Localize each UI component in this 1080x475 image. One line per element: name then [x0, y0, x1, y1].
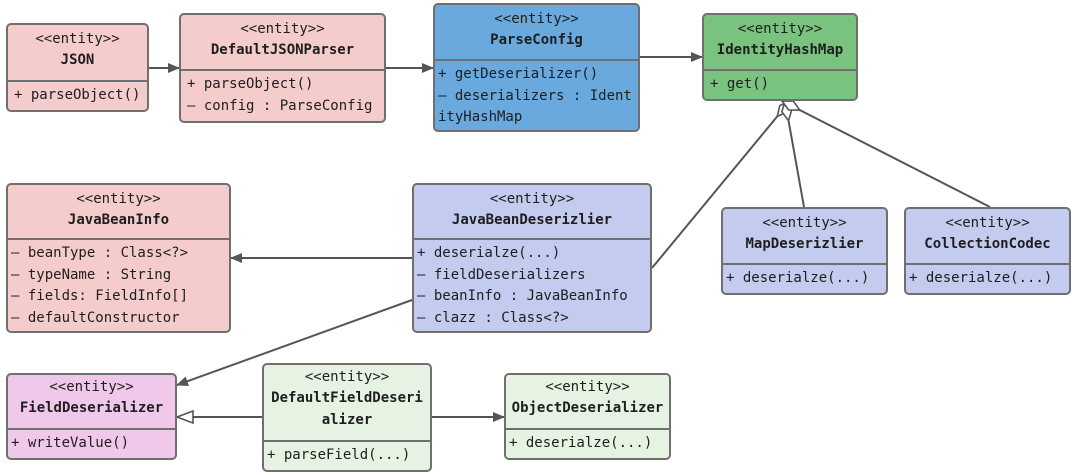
- stereotype-label: <<entity>>: [35, 31, 120, 47]
- class-map-deserizlier[interactable]: <<entity>> MapDeserizlier + deserialze(.…: [721, 207, 888, 295]
- stereotype-label: <<entity>>: [76, 191, 161, 207]
- class-json[interactable]: <<entity>> JSON + parseObject(): [6, 23, 149, 112]
- class-name: DefaultJSONParser: [210, 42, 355, 58]
- class-name: FieldDeserializer: [19, 400, 164, 416]
- class-name: JSON: [60, 52, 95, 68]
- stereotype-label: <<entity>>: [489, 191, 575, 207]
- class-member: – beanType : Class<?>: [11, 245, 189, 261]
- class-name: MapDeserizlier: [745, 236, 864, 252]
- stereotype-label: <<entity>>: [240, 21, 325, 37]
- class-member: + parseField(...): [267, 447, 411, 463]
- class-member: – fieldDeserializers: [417, 266, 586, 283]
- edge-deserializer-to-fielddeserializer: [176, 299, 413, 386]
- stereotype-label: <<entity>>: [762, 215, 847, 231]
- edge-beandeserializer-aggregation: [651, 101, 790, 269]
- class-default-field-deserializer[interactable]: <<entity>> DefaultFieldDeserializer + pa…: [262, 363, 432, 472]
- class-member: – clazz : Class<?>: [417, 309, 569, 326]
- class-member: + deserialze(...): [417, 245, 561, 261]
- class-member: + parseObject(): [14, 87, 141, 103]
- stereotype-label: <<entity>>: [545, 379, 630, 395]
- class-member: – beanInfo : JavaBeanInfo: [417, 288, 628, 304]
- stereotype-label: <<entity>>: [737, 21, 823, 37]
- stereotype-label: <<entity>>: [49, 379, 134, 395]
- edge-mapdeserializer-aggregation: [785, 101, 805, 208]
- class-java-bean-info[interactable]: <<entity>> JavaBeanInfo – beanType : Cla…: [6, 183, 231, 333]
- class-identity-hash-map[interactable]: <<entity>> IdentityHashMap + get(): [702, 13, 858, 101]
- stereotype-label: <<entity>>: [304, 369, 390, 385]
- class-name: DefaultFieldDeserializer: [271, 390, 423, 428]
- class-default-json-parser[interactable]: <<entity>> DefaultJSONParser + parseObje…: [179, 13, 386, 123]
- class-member: – deserializers : IdentityHashMap: [438, 87, 632, 126]
- class-member: + writeValue(): [11, 435, 130, 451]
- class-name: JavaBeanDeserizlier: [451, 212, 613, 228]
- class-member: + deserialze(...): [509, 435, 653, 451]
- class-collection-codec[interactable]: <<entity>> CollectionCodec + deserialze(…: [904, 207, 1071, 295]
- class-name: ParseConfig: [490, 32, 583, 48]
- class-object-deserializer[interactable]: <<entity>> ObjectDeserializer + deserial…: [504, 373, 671, 460]
- class-member: – fields: FieldInfo[]: [11, 288, 189, 304]
- class-name: CollectionCodec: [924, 236, 1051, 252]
- class-field-deserializer[interactable]: <<entity>> FieldDeserializer + writeValu…: [6, 373, 177, 460]
- class-member: + getDeserializer(): [438, 66, 599, 82]
- class-member: – config : ParseConfig: [187, 97, 373, 114]
- class-member: + deserialze(...): [726, 270, 870, 286]
- class-member: + get(): [710, 76, 770, 92]
- class-name: ObjectDeserializer: [511, 400, 664, 416]
- class-java-bean-deserizlier[interactable]: <<entity>> JavaBeanDeserizlier + deseria…: [412, 183, 652, 333]
- class-member: + deserialze(...): [909, 270, 1053, 286]
- class-name: JavaBeanInfo: [67, 212, 170, 228]
- stereotype-label: <<entity>>: [494, 11, 579, 27]
- class-parse-config[interactable]: <<entity>> ParseConfig + getDeserializer…: [433, 3, 640, 132]
- stereotype-label: <<entity>>: [945, 215, 1030, 231]
- edge-collectioncodec-aggregation: [782, 100, 991, 208]
- class-member: – defaultConstructor: [11, 309, 180, 326]
- class-member: + parseObject(): [187, 76, 314, 92]
- class-member: – typeName : String: [11, 266, 172, 283]
- class-name: IdentityHashMap: [716, 42, 844, 58]
